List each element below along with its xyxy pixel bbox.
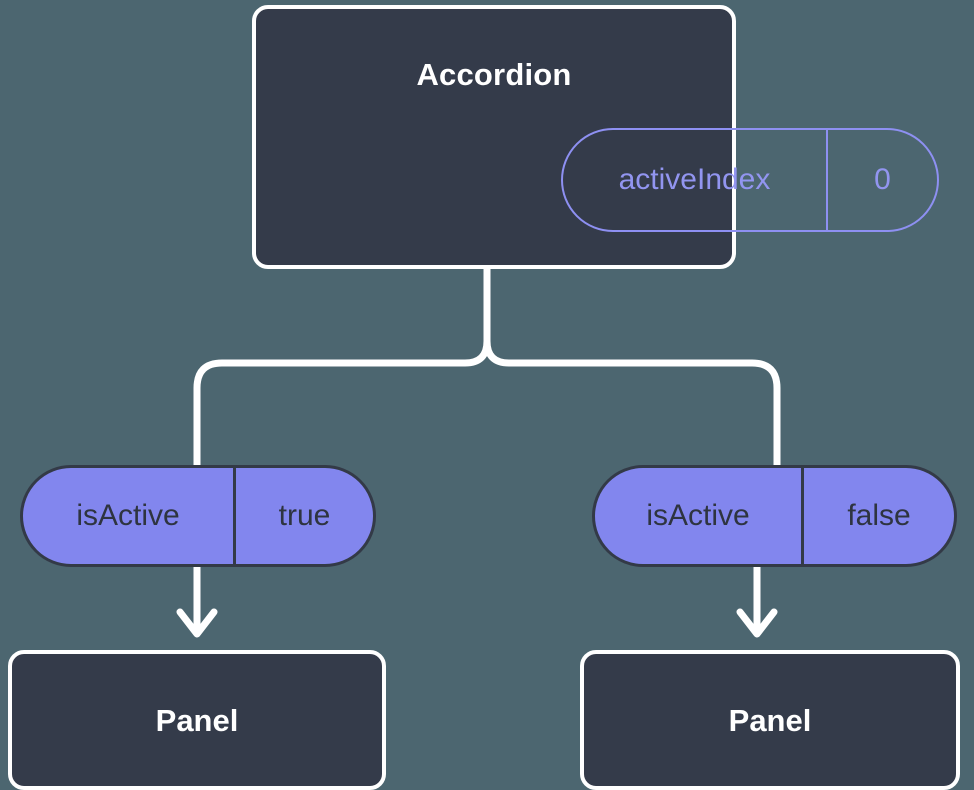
prop-pill-is-active-true-value: true — [278, 499, 331, 532]
prop-pill-is-active-true-key: isActive — [23, 468, 236, 564]
prop-pill-is-active-true[interactable]: isActive true — [20, 465, 376, 567]
state-pill-active-index-value: 0 — [874, 163, 891, 196]
prop-pill-is-active-false-value: false — [847, 499, 911, 532]
node-accordion-title: Accordion — [416, 57, 572, 92]
diagram-canvas: Accordion activeIndex 0 isActive true is… — [8, 5, 960, 790]
node-panel-right-title: Panel — [728, 702, 812, 738]
state-pill-active-index-key: activeIndex — [563, 130, 828, 230]
node-panel-left-title: Panel — [155, 702, 239, 738]
node-panel-right[interactable]: Panel — [580, 650, 960, 790]
state-pill-active-index[interactable]: activeIndex 0 — [561, 128, 939, 232]
node-panel-left[interactable]: Panel — [8, 650, 386, 790]
prop-pill-is-active-false-key: isActive — [595, 468, 804, 564]
prop-pill-is-active-false[interactable]: isActive false — [592, 465, 957, 567]
arrow-right-head — [736, 608, 778, 638]
connector-trunk-and-rails — [193, 265, 781, 469]
arrow-left-head — [176, 608, 218, 638]
node-accordion[interactable]: Accordion activeIndex 0 — [252, 5, 939, 269]
